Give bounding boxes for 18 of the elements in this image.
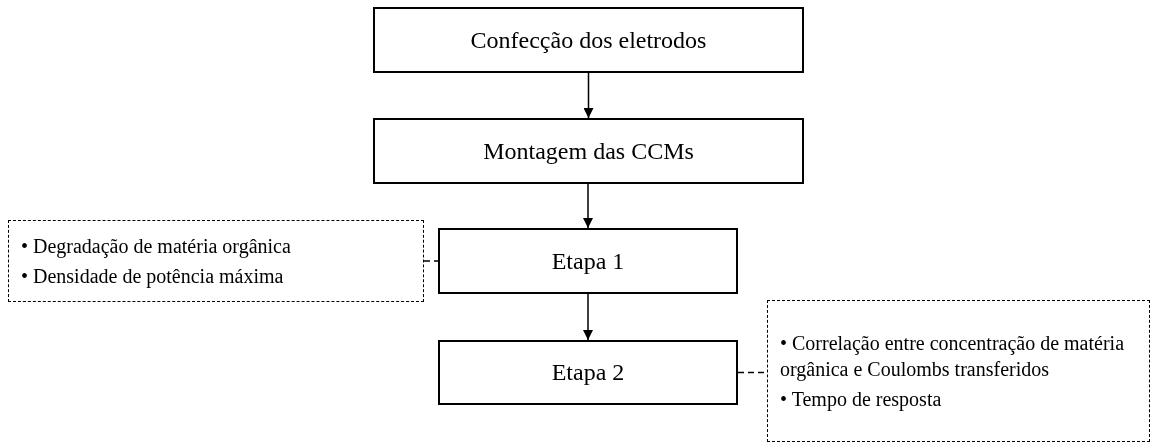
dashed-note-box bbox=[767, 300, 1150, 442]
process-box bbox=[438, 228, 738, 294]
arrow bbox=[583, 293, 593, 341]
arrow bbox=[583, 183, 593, 229]
bullet-item: • Densidade de potência máxima bbox=[21, 264, 285, 289]
box-label: Confecção dos eletrodos bbox=[470, 26, 707, 54]
bullet-item: • Correlação entre concentração de matéria orgânica e Coulombs transferidos bbox=[780, 331, 1125, 382]
dashed-note-box bbox=[8, 220, 424, 302]
arrow bbox=[583, 72, 594, 119]
process-box bbox=[438, 340, 738, 405]
box-label: Etapa 1 bbox=[551, 247, 625, 275]
bullet-item: • Degradação de matéria orgânica bbox=[21, 234, 292, 259]
box-label: Etapa 2 bbox=[551, 359, 625, 386]
bullet-item: • Tempo de resposta bbox=[780, 387, 943, 412]
process-box bbox=[373, 118, 804, 184]
process-box bbox=[373, 7, 804, 73]
box-label: Montagem das CCMs bbox=[483, 137, 694, 165]
dashed-connector bbox=[423, 260, 439, 262]
